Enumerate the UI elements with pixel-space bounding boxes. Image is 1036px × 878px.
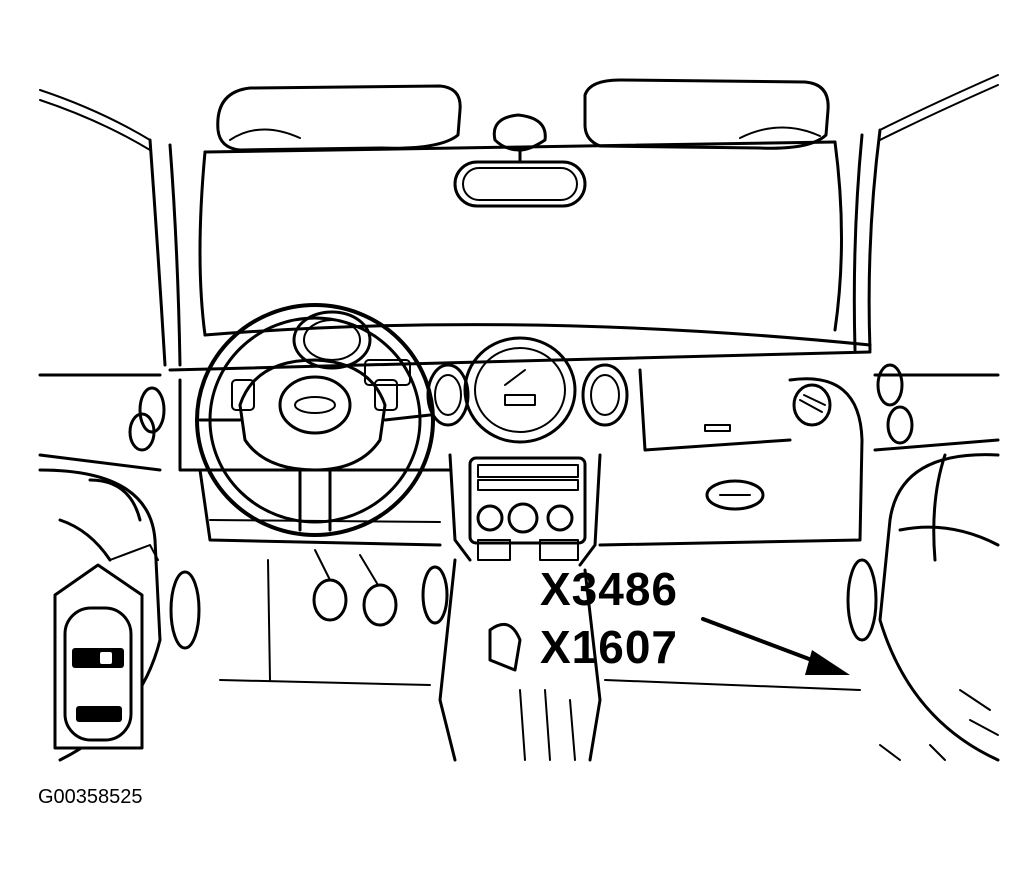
air-vent-right — [792, 383, 832, 427]
sun-visor-right — [583, 78, 830, 150]
gauge-cluster — [426, 336, 629, 444]
rearview-mirror — [453, 113, 587, 208]
door-right — [846, 363, 1000, 762]
steering-wheel — [195, 303, 435, 537]
headliner — [39, 74, 999, 151]
dashboard — [168, 323, 872, 547]
floor-console — [219, 558, 946, 762]
glovebox — [704, 424, 765, 511]
connector-label-x1607: X1607 — [540, 621, 679, 673]
pedals — [267, 549, 449, 681]
car-top-view-icon — [53, 563, 144, 750]
sun-visor-left — [216, 84, 462, 152]
windshield-frame — [148, 128, 882, 367]
pointer-arrow — [701, 617, 850, 675]
tachometer — [292, 310, 411, 386]
connector-label-x3486: X3486 — [540, 563, 679, 615]
center-console — [448, 453, 602, 567]
figure-id: G00358525 — [38, 786, 143, 808]
